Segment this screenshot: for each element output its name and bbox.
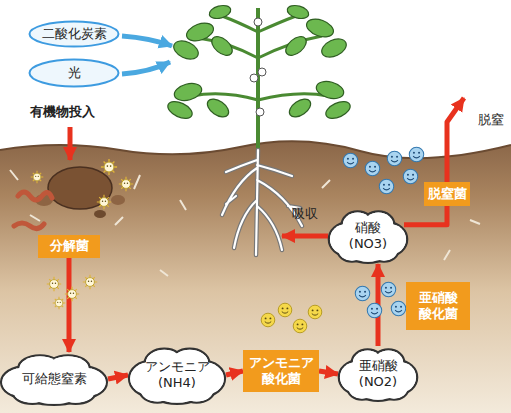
- svg-circle: [256, 108, 264, 116]
- flow-arrow: [319, 371, 338, 374]
- node-text: 硝酸 (NO3): [346, 220, 390, 253]
- svg-use: [119, 177, 133, 191]
- bacteria-box: アンモニア酸化菌: [243, 350, 319, 392]
- node-text: 脱窒菌: [428, 186, 467, 202]
- svg-use: [31, 171, 44, 184]
- nitrite-oxidizer-bacteria: [355, 282, 405, 317]
- svg-path: [122, 36, 172, 46]
- svg-ellipse: [208, 3, 232, 20]
- svg-use: [343, 153, 357, 167]
- svg-use: [379, 179, 393, 193]
- annotation-label: 吸収: [292, 206, 318, 222]
- annotation-label: 脱窒: [478, 112, 504, 128]
- annotation-label: 有機物投入: [30, 104, 95, 120]
- roots: [222, 150, 302, 255]
- svg-path: [222, 150, 302, 255]
- decomposer-bacteria: [31, 159, 134, 309]
- svg-use: [355, 286, 369, 300]
- svg-ellipse: [282, 33, 309, 59]
- node-text: アンモニア酸化菌: [248, 355, 315, 388]
- flow-arrow: [404, 206, 447, 225]
- svg-path: [222, 150, 302, 255]
- svg-ellipse: [304, 16, 336, 41]
- svg-use: [47, 277, 61, 291]
- svg-g: [250, 18, 266, 116]
- svg-g: [165, 3, 352, 121]
- svg-path: [0, 141, 511, 158]
- svg-use: [83, 275, 97, 289]
- svg-path: [0, 141, 511, 413]
- cloud-node: 亜硝酸 (NO2): [338, 346, 418, 402]
- svg-ellipse: [204, 95, 232, 120]
- svg-ellipse: [165, 98, 194, 122]
- organic-matter: [14, 167, 125, 229]
- ellipse-outline: [30, 22, 119, 47]
- svg-ellipse: [314, 79, 345, 102]
- svg-path: [282, 234, 328, 239]
- soil: [0, 141, 511, 413]
- bacteria-box: 脱窒菌: [424, 182, 470, 206]
- svg-use: [387, 151, 401, 165]
- ammonia-oxidizer-bacteria: [261, 303, 322, 333]
- node-text: 分解菌: [50, 238, 89, 254]
- node-text: 可給態窒素: [22, 371, 87, 387]
- cloud-fill: [57, 383, 93, 402]
- svg-ellipse: [184, 20, 216, 45]
- svg-use: [403, 169, 417, 183]
- svg-use: [97, 195, 111, 209]
- input-arrows: [70, 36, 464, 236]
- svg-ellipse: [172, 81, 203, 104]
- svg-use: [293, 319, 307, 333]
- svg-path: [18, 192, 52, 200]
- svg-use: [53, 297, 66, 310]
- svg-path: [122, 62, 170, 74]
- svg-use: [381, 282, 395, 296]
- bacteria-box: 分解菌: [38, 235, 100, 258]
- node-text: 亜硝酸酸化菌: [418, 290, 459, 323]
- svg-use: [391, 301, 405, 315]
- cloud-fill: [14, 383, 50, 402]
- svg-path: [447, 98, 464, 182]
- svg-ellipse: [94, 210, 106, 218]
- svg-use: [367, 303, 381, 317]
- svg-ellipse: [319, 35, 349, 60]
- svg-ellipse: [171, 37, 201, 62]
- svg-ellipse: [286, 3, 310, 20]
- svg-use: [308, 305, 322, 319]
- svg-use: [365, 161, 379, 175]
- node-text: 光: [68, 65, 81, 81]
- flow-arrow: [108, 375, 128, 379]
- svg-circle: [258, 68, 266, 76]
- svg-use: [65, 287, 79, 301]
- bacteria-box: 亜硝酸酸化菌: [406, 282, 470, 330]
- flow-arrow: [226, 371, 243, 375]
- cloud-node: アンモニア (NH4): [128, 345, 226, 405]
- cloud-node: 可給態窒素: [0, 352, 108, 406]
- svg-circle: [254, 18, 262, 26]
- svg-ellipse: [323, 98, 352, 122]
- svg-use: [261, 313, 275, 327]
- svg-use: [278, 303, 292, 317]
- svg-ellipse: [208, 33, 235, 59]
- svg-path: [14, 223, 44, 229]
- flow-arrow: [67, 258, 72, 352]
- ellipse-node: 光: [28, 58, 120, 88]
- node-text: アンモニア (NH4): [143, 359, 211, 392]
- node-text: 二酸化炭素: [42, 26, 107, 42]
- svg-ellipse: [111, 195, 125, 205]
- plant: [165, 3, 352, 160]
- ellipse-outline: [30, 60, 119, 87]
- denitrifier-bacteria: [343, 147, 423, 193]
- svg-use: [101, 159, 117, 175]
- svg-ellipse: [286, 95, 314, 120]
- node-text: 亜硝酸 (NO2): [354, 358, 402, 391]
- svg-circle: [250, 74, 258, 82]
- svg-path: [68, 127, 73, 160]
- cloud-node: 硝酸 (NO3): [328, 208, 408, 264]
- svg-ellipse: [48, 167, 112, 209]
- svg-use: [409, 147, 423, 161]
- ellipse-node: 二酸化炭素: [28, 20, 120, 48]
